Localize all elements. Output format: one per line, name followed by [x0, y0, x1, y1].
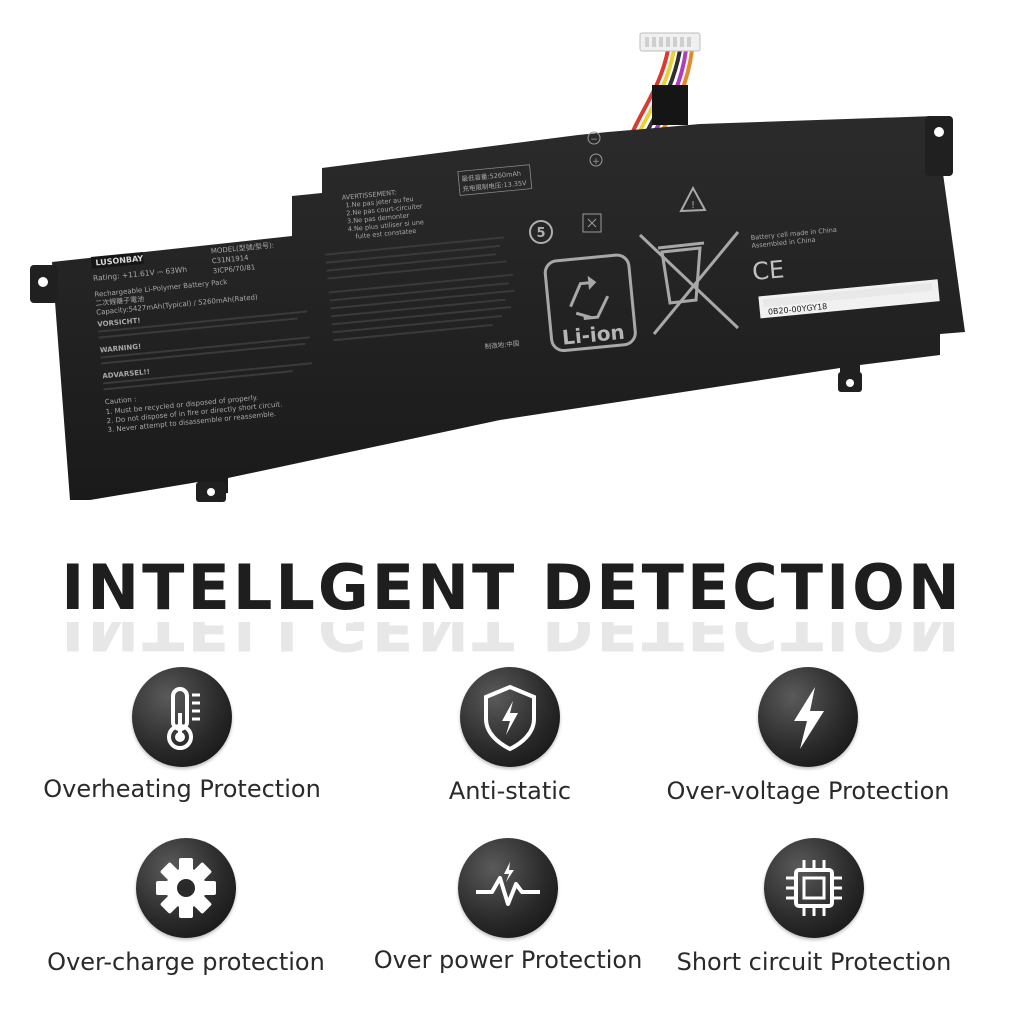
pulse-icon	[458, 838, 558, 938]
caution-title: Caution :	[105, 395, 137, 406]
thermometer-icon	[132, 667, 232, 767]
feature-label: Anti-static	[448, 777, 572, 805]
ce-mark: CE	[751, 255, 785, 286]
headline: INTELLGENT DETECTION	[61, 551, 963, 624]
feature-over-power: Over power Protection	[338, 838, 678, 974]
feature-overheating: Overheating Protection	[12, 667, 352, 803]
battery-model: C31N1914	[211, 254, 249, 266]
feature-short-circuit: Short circuit Protection	[644, 838, 984, 976]
feature-over-charge: Over-charge protection	[16, 838, 356, 976]
feature-anti-static: Anti-static	[340, 667, 680, 805]
battery-symbols: 5 Li-ion ! CE	[529, 185, 785, 353]
feature-label: Short circuit Protection	[676, 948, 952, 976]
battery-image: − + LUSONBAY Rating: +11.61V ⎓ 63Wh MODE…	[30, 32, 965, 502]
svg-text:+: +	[592, 157, 600, 167]
feature-label: Overheating Protection	[43, 775, 321, 803]
feature-label: Over power Protection	[373, 946, 643, 974]
battery-connector	[623, 32, 701, 159]
warning-en: WARNING!	[100, 343, 142, 355]
chip-icon	[764, 838, 864, 938]
gear-icon	[136, 838, 236, 938]
feature-over-voltage: Over-voltage Protection	[638, 667, 978, 805]
svg-text:5: 5	[536, 226, 545, 241]
feature-label: Over-voltage Protection	[666, 777, 950, 805]
li-ion-mark: Li-ion	[561, 320, 626, 350]
lightning-icon	[758, 667, 858, 767]
headline-reflection: INTELLGENT DETECTION	[61, 622, 963, 662]
battery-pack-illustration: − + LUSONBAY Rating: +11.61V ⎓ 63Wh MODE…	[30, 32, 965, 502]
feature-label: Over-charge protection	[47, 948, 325, 976]
origin-cn: 制造地:中国	[484, 339, 519, 351]
svg-text:−: −	[590, 135, 598, 145]
shield-lightning-icon	[460, 667, 560, 767]
svg-text:!: !	[691, 200, 695, 211]
